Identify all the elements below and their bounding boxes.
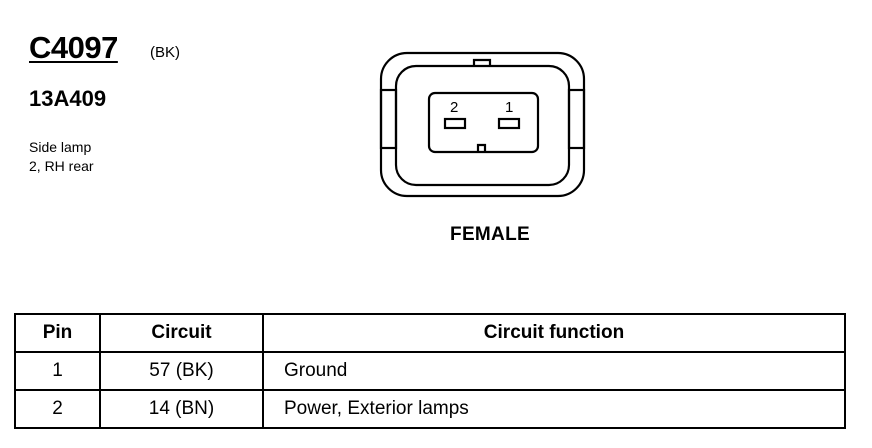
circuit-header: Circuit [99,313,264,353]
function-header: Circuit function [262,313,846,353]
connector-inner-housing [394,64,571,187]
connector-color: (BK) [150,44,180,61]
part-number: 13A409 [29,86,107,111]
top-latch [472,58,492,66]
circuit-cell: 14 (BN) [99,389,264,429]
pinout-table: Pin Circuit Circuit function 1 57 (BK) G… [14,313,846,429]
keying-notch [476,143,487,152]
pin-1-label: 1 [505,99,513,116]
table-row: 2 14 (BN) Power, Exterior lamps [14,389,846,429]
pin-header: Pin [14,313,101,353]
pin-2-socket [443,117,467,130]
connector-description: Side lamp 2, RH rear [29,138,94,176]
connector-housing [379,51,586,198]
connector-face-diagram: 2 1 [379,51,586,198]
pin-cell: 2 [14,389,101,429]
pin-2-label: 2 [450,99,458,116]
left-lock-tab [379,88,398,150]
connector-gender: FEMALE [450,224,530,245]
pin-1-socket [497,117,521,130]
description-line-2: 2, RH rear [29,158,94,174]
table-header-row: Pin Circuit Circuit function [14,313,846,353]
pin-cell: 1 [14,351,101,391]
function-cell: Ground [262,351,846,391]
right-lock-tab [567,88,586,150]
terminal-cavity [427,91,540,154]
function-cell: Power, Exterior lamps [262,389,846,429]
table-row: 1 57 (BK) Ground [14,351,846,391]
circuit-cell: 57 (BK) [99,351,264,391]
connector-id: C4097 [29,30,118,65]
description-line-1: Side lamp [29,139,92,155]
